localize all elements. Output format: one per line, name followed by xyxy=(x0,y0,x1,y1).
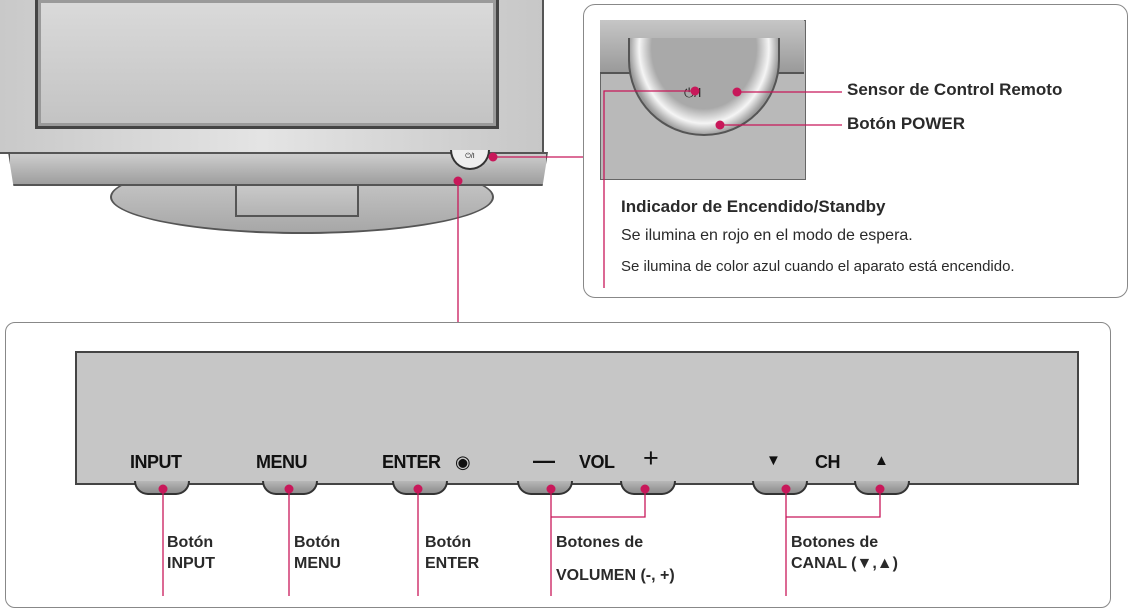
enter-label: ENTER xyxy=(382,452,441,472)
label-indicator-line1: Se ilumina en rojo en el modo de espera. xyxy=(621,227,913,244)
label-indicator-line2: Se ilumina de color azul cuando el apara… xyxy=(621,258,1015,275)
callout-channel: Botones de CANAL (▼,▲) xyxy=(791,532,898,574)
callout-volume-line1: Botones de xyxy=(556,534,644,551)
callout-input: Botón INPUT xyxy=(167,532,215,574)
dot-indicator xyxy=(690,86,700,96)
callout-enter-line2: ENTER xyxy=(425,555,480,572)
dot-remote-sensor xyxy=(732,87,742,97)
dot-tv-panel xyxy=(453,176,463,186)
vol-minus-icon: — xyxy=(533,448,555,473)
tv-power-badge-text: ⏻/I xyxy=(465,153,475,160)
leader-ch-up xyxy=(786,489,881,518)
ch-down-icon: ▼ xyxy=(766,452,781,469)
ch-up-icon: ▲ xyxy=(874,452,889,469)
dot-power-button xyxy=(715,120,725,130)
ch-label: CH xyxy=(815,452,841,472)
callout-channel-line2: CANAL (▼,▲) xyxy=(791,555,898,572)
dot-menu xyxy=(284,484,294,494)
dot-vol-plus xyxy=(640,484,650,494)
dot-ch-down xyxy=(781,484,791,494)
dot-vol-minus xyxy=(546,484,556,494)
vol-plus-icon: + xyxy=(643,443,659,473)
callout-input-line1: Botón xyxy=(167,534,214,551)
menu-label: MENU xyxy=(256,452,308,472)
callout-menu: Botón MENU xyxy=(294,532,341,574)
callout-enter-line1: Botón xyxy=(425,534,472,551)
leader-vol-plus xyxy=(551,489,646,518)
dot-input xyxy=(158,484,168,494)
control-strip xyxy=(75,351,1079,485)
tv-screen xyxy=(35,0,499,129)
dot-tv-power xyxy=(488,152,498,162)
callout-input-line2: INPUT xyxy=(167,555,215,572)
callout-channel-line1: Botones de xyxy=(791,534,879,551)
label-indicator-title: Indicador de Encendido/Standby xyxy=(621,197,886,216)
callout-menu-line2: MENU xyxy=(294,555,342,572)
callout-volume: Botones de VOLUMEN (-, +) xyxy=(556,526,675,592)
leader-indicator xyxy=(603,90,695,288)
callout-menu-line1: Botón xyxy=(294,534,341,551)
enter-symbol-icon: ◉ xyxy=(455,452,471,472)
input-label: INPUT xyxy=(130,452,182,472)
callout-enter: Botón ENTER xyxy=(425,532,479,574)
label-power-button: Botón POWER xyxy=(847,114,966,133)
dot-enter xyxy=(413,484,423,494)
vol-label: VOL xyxy=(579,452,615,472)
dot-ch-up xyxy=(875,484,885,494)
callout-volume-line2: VOLUMEN (-, +) xyxy=(556,567,675,584)
label-remote-sensor: Sensor de Control Remoto xyxy=(847,80,1063,99)
